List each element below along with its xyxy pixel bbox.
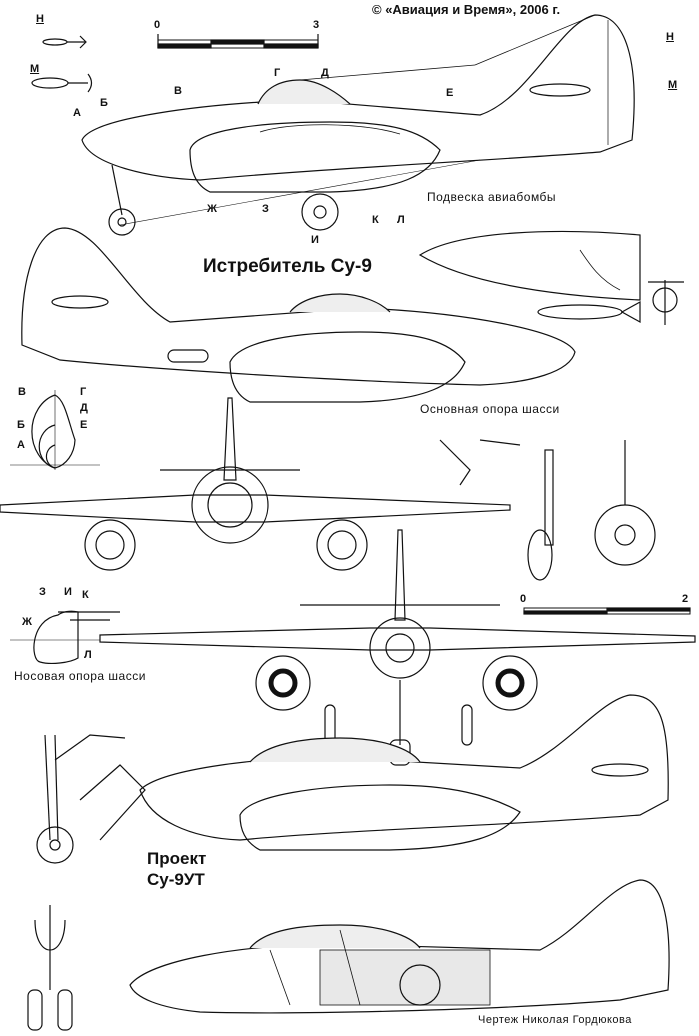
section-detail-zh-l — [10, 610, 120, 664]
label-b: Б — [100, 97, 108, 109]
caption-main-gear: Основная опора шасси — [420, 402, 560, 416]
caption-nose-gear: Носовая опора шасси — [14, 669, 146, 683]
detail-label-i: И — [64, 586, 72, 598]
scale-bar-mid — [523, 607, 691, 615]
label-e: Е — [446, 87, 454, 99]
project-title-line2: Су-9УТ — [147, 870, 205, 889]
project-title: Проект Су-9УТ — [147, 848, 206, 890]
scale-top-start: 0 — [154, 19, 161, 31]
detail-label-z: З — [39, 586, 46, 598]
label-d: Д — [321, 67, 329, 79]
detail-label-d: Д — [80, 402, 88, 414]
main-title: Истребитель Су-9 — [203, 256, 372, 277]
label-zh: Ж — [207, 203, 217, 215]
detail-label-b: Б — [17, 419, 25, 431]
label-a: А — [73, 107, 81, 119]
project-title-line1: Проект — [147, 849, 207, 868]
main-gear-detail — [439, 439, 656, 581]
caption-bomb-mount: Подвеска авиабомбы — [427, 190, 557, 204]
store-icon-n — [42, 35, 87, 49]
copyright-credit: © «Авиация и Время», 2006 г. — [372, 2, 561, 17]
front-view-su9-2 — [99, 529, 696, 766]
section-detail-a-e — [10, 390, 100, 470]
side-view-su9ut — [139, 694, 669, 851]
scale-mid-start: 0 — [520, 593, 527, 605]
label-m-top: М — [30, 63, 40, 75]
bomb-mount-detail — [418, 230, 684, 325]
scale-top-end: 3 — [313, 19, 320, 31]
label-n-right: Н — [666, 31, 674, 43]
label-k: К — [372, 214, 379, 226]
detail-label-a: А — [17, 439, 25, 451]
label-n-top: Н — [36, 13, 44, 25]
label-l: Л — [397, 214, 405, 226]
front-view-su9 — [0, 397, 511, 571]
detail-label-zh: Ж — [22, 616, 32, 628]
detail-label-v: В — [18, 386, 26, 398]
caption-author: Чертеж Николая Гордюкова — [478, 1014, 632, 1026]
label-v: В — [174, 85, 182, 97]
nose-gear-detail — [36, 734, 146, 864]
scale-mid-end: 2 — [682, 593, 689, 605]
detail-label-l: Л — [84, 649, 92, 661]
side-view-su9-right — [21, 227, 576, 403]
scale-bar-top — [157, 34, 319, 49]
detail-label-e: Е — [80, 419, 88, 431]
label-g: Г — [274, 67, 281, 79]
side-view-su9-left — [81, 14, 635, 236]
store-icon-m — [31, 73, 93, 93]
gear-front-detail — [27, 905, 73, 1031]
detail-label-g: Г — [80, 386, 87, 398]
cutaway-view-su9ut — [129, 879, 670, 1014]
label-i: И — [311, 234, 319, 246]
label-z: З — [262, 203, 269, 215]
label-m-right: М — [668, 79, 678, 91]
detail-label-k: К — [82, 589, 89, 601]
